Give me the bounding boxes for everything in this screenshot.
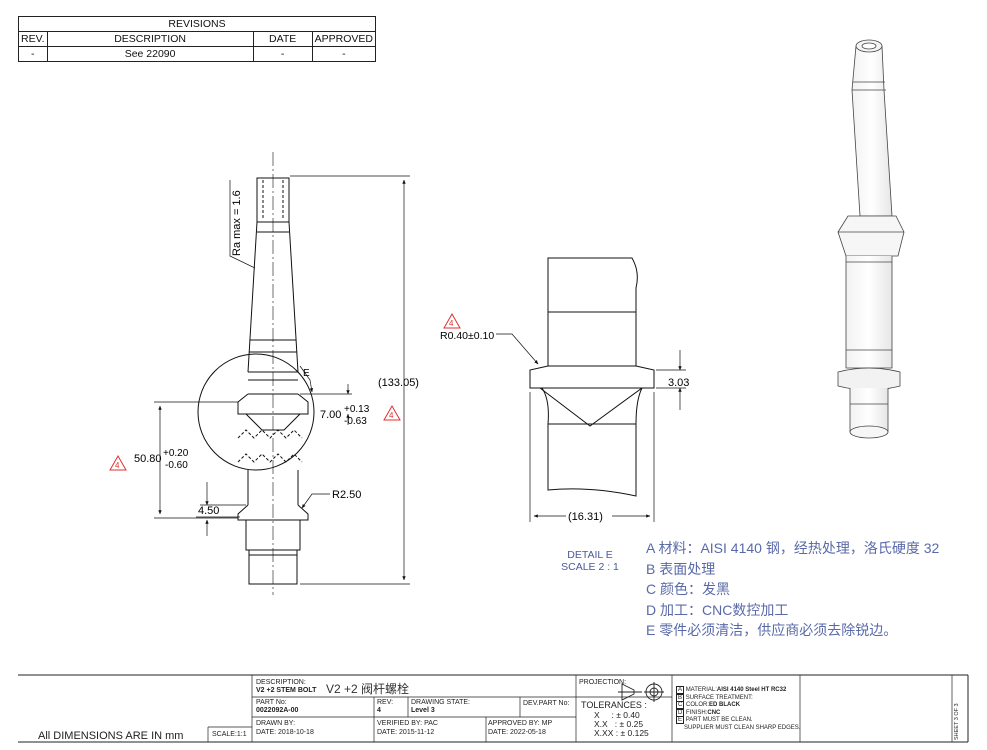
title-block-lines xyxy=(207,675,953,742)
svg-text:4: 4 xyxy=(389,411,394,420)
dev-part-label: DEV.PART No: xyxy=(523,700,570,707)
rev-header: REV. xyxy=(18,31,48,47)
note-item: A 材料：AISI 4140 钢，经热处理，洛氏硬度 32 xyxy=(646,540,940,556)
detail-e-label: DETAIL E SCALE 2 : 1 xyxy=(548,549,632,573)
revisions-table: REVISIONS REV. DESCRIPTION DATE APPROVED… xyxy=(18,16,377,62)
projection-symbol xyxy=(618,682,664,702)
revisions-header-row: REV. DESCRIPTION DATE APPROVED xyxy=(18,31,377,47)
drawn-date: DATE: 2018-10-18 xyxy=(256,729,314,736)
dim-50-value: 50.80 xyxy=(134,453,162,465)
radius-0-40: R0.40±0.10 xyxy=(440,330,494,342)
note-item: B 表面处理 xyxy=(646,560,716,577)
state-label: DRAWING STATE: xyxy=(411,699,470,706)
revision-flag-icon: 4 xyxy=(109,454,127,471)
detail-letter: E xyxy=(303,368,310,379)
note-item: E 零件必须清洁，供应商必须去除锐边。 xyxy=(646,622,898,638)
part-label: PART No: xyxy=(256,699,287,706)
rev-value: 4 xyxy=(377,707,381,714)
dim-50-plus: +0.20 xyxy=(163,448,189,459)
dim-7-value: 7.00 xyxy=(320,409,341,421)
description-title: V2 +2 阀杆螺栓 xyxy=(326,682,410,696)
sheet-number: SHEET 3 OF 3 xyxy=(954,703,960,740)
dim-7-plus: +0.13 xyxy=(344,404,370,415)
verified-by: VERIFIED BY: PAC xyxy=(377,720,438,727)
dim-16-31: (16.31) xyxy=(568,511,603,523)
approved-cell: - xyxy=(311,46,377,62)
detail-scale: SCALE 2 : 1 xyxy=(561,561,619,573)
spec-row: A MATERIAL:AISI 4140 Steel HT RC32 xyxy=(676,686,787,694)
description-label: DESCRIPTION: xyxy=(256,679,306,686)
spec-row: D FINISH:CNC xyxy=(676,708,721,717)
drawn-by-label: DRAWN BY: xyxy=(256,720,296,727)
rev-label: REV: xyxy=(377,699,394,706)
note-item: D 加工：CNC数控加工 xyxy=(646,601,789,618)
overall-length-dim: (133.05) xyxy=(378,377,419,389)
dim-3-03: 3.03 xyxy=(668,377,689,389)
date-cell: - xyxy=(252,46,313,62)
svg-text:4: 4 xyxy=(115,461,120,470)
tolerances-label: TOLERANCES : xyxy=(581,700,647,710)
spec-row: C COLOR:ED BLACK xyxy=(676,701,741,709)
approved-header: APPROVED xyxy=(311,31,377,47)
approved-date: DATE: 2022-05-18 xyxy=(488,729,546,736)
ra-callout: Ra max = 1.6 xyxy=(231,190,243,256)
state-value: Level 3 xyxy=(411,707,435,714)
tolerance-row: X.XX : ± 0.125 xyxy=(594,728,649,738)
spec-list: A MATERIAL:AISI 4140 Steel HT RC32 B SUR… xyxy=(676,686,801,732)
description-cell: See 22090 xyxy=(46,46,254,62)
main-view xyxy=(197,152,315,595)
spec-row-extra: SUPPLIER MUST CLEAN SHARP EDGES. xyxy=(684,724,801,731)
description-header: DESCRIPTION xyxy=(46,31,254,47)
isometric-view xyxy=(837,39,905,439)
revision-flag-icon: 4 xyxy=(443,312,461,329)
detail-e-view xyxy=(529,257,655,497)
svg-text:4: 4 xyxy=(449,319,454,328)
tolerance-row: X.X : ± 0.25 xyxy=(594,719,644,729)
rev-cell: - xyxy=(18,46,48,62)
note-item: C 颜色：发黑 xyxy=(646,581,730,597)
dim-4-50: 4.50 xyxy=(198,505,219,517)
detail-title: DETAIL E xyxy=(567,549,613,561)
dim-50-minus: -0.60 xyxy=(165,460,188,471)
radius-2-50: R2.50 xyxy=(332,489,361,501)
revisions-row: - See 22090 - - xyxy=(18,46,377,62)
projection-label: PROJECTION: xyxy=(579,679,627,686)
units-note: All DIMENSIONS ARE IN mm xyxy=(38,730,184,742)
dim-7-minus: -0.63 xyxy=(344,416,367,427)
revision-flag-icon: 4 xyxy=(383,404,401,421)
verified-date: DATE: 2015-11-12 xyxy=(377,729,435,736)
tolerance-row: X : ± 0.40 xyxy=(594,710,640,720)
notes-list: A 材料：AISI 4140 钢，经热处理，洛氏硬度 32 B 表面处理 C 颜… xyxy=(646,538,939,641)
spec-row: E PART MUST BE CLEAN. xyxy=(676,716,753,724)
date-header: DATE xyxy=(252,31,313,47)
approved-by: APPROVED BY: MP xyxy=(488,720,553,727)
description-value: V2 +2 STEM BOLT xyxy=(256,687,317,694)
revisions-title: REVISIONS xyxy=(18,16,376,32)
spec-row: B SURFACE TREATMENT: xyxy=(676,693,753,702)
scale-value: SCALE:1:1 xyxy=(212,731,247,738)
part-value: 0022092A-00 xyxy=(256,707,299,714)
